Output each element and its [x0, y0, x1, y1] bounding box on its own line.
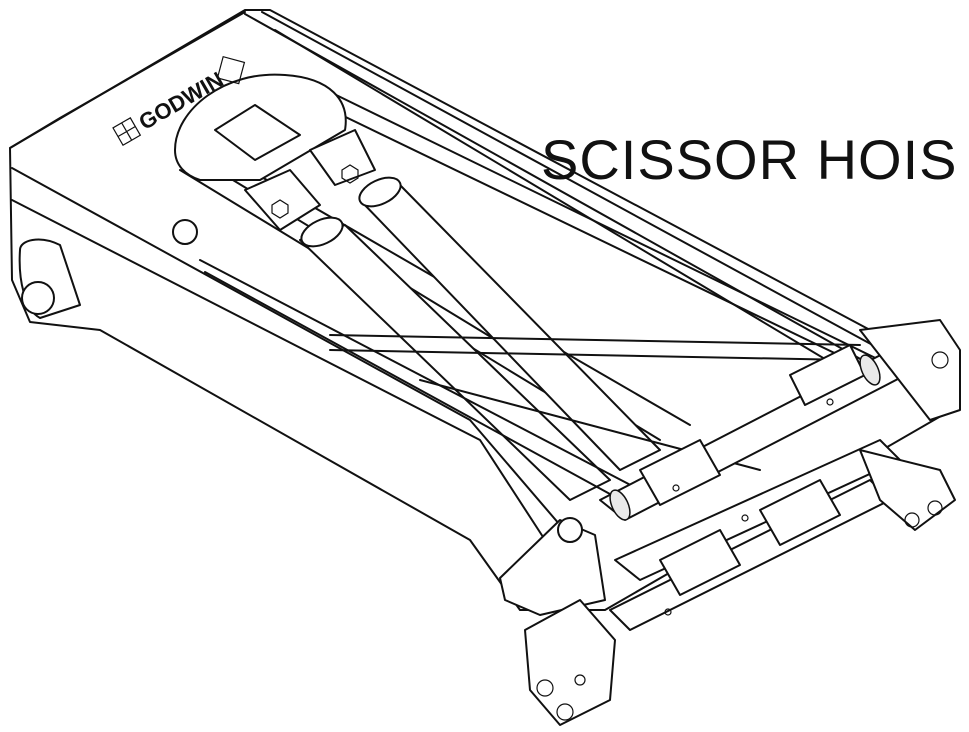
lower-cross-tubes — [609, 439, 956, 631]
clamps — [609, 354, 881, 616]
hydraulic-cylinders — [299, 176, 661, 501]
head-brackets — [18, 129, 376, 319]
deck-opening — [174, 73, 347, 181]
upper-cross-tube — [599, 319, 961, 521]
drawing-title: SCISSOR HOIS — [541, 132, 958, 188]
tail-brackets — [499, 517, 616, 726]
